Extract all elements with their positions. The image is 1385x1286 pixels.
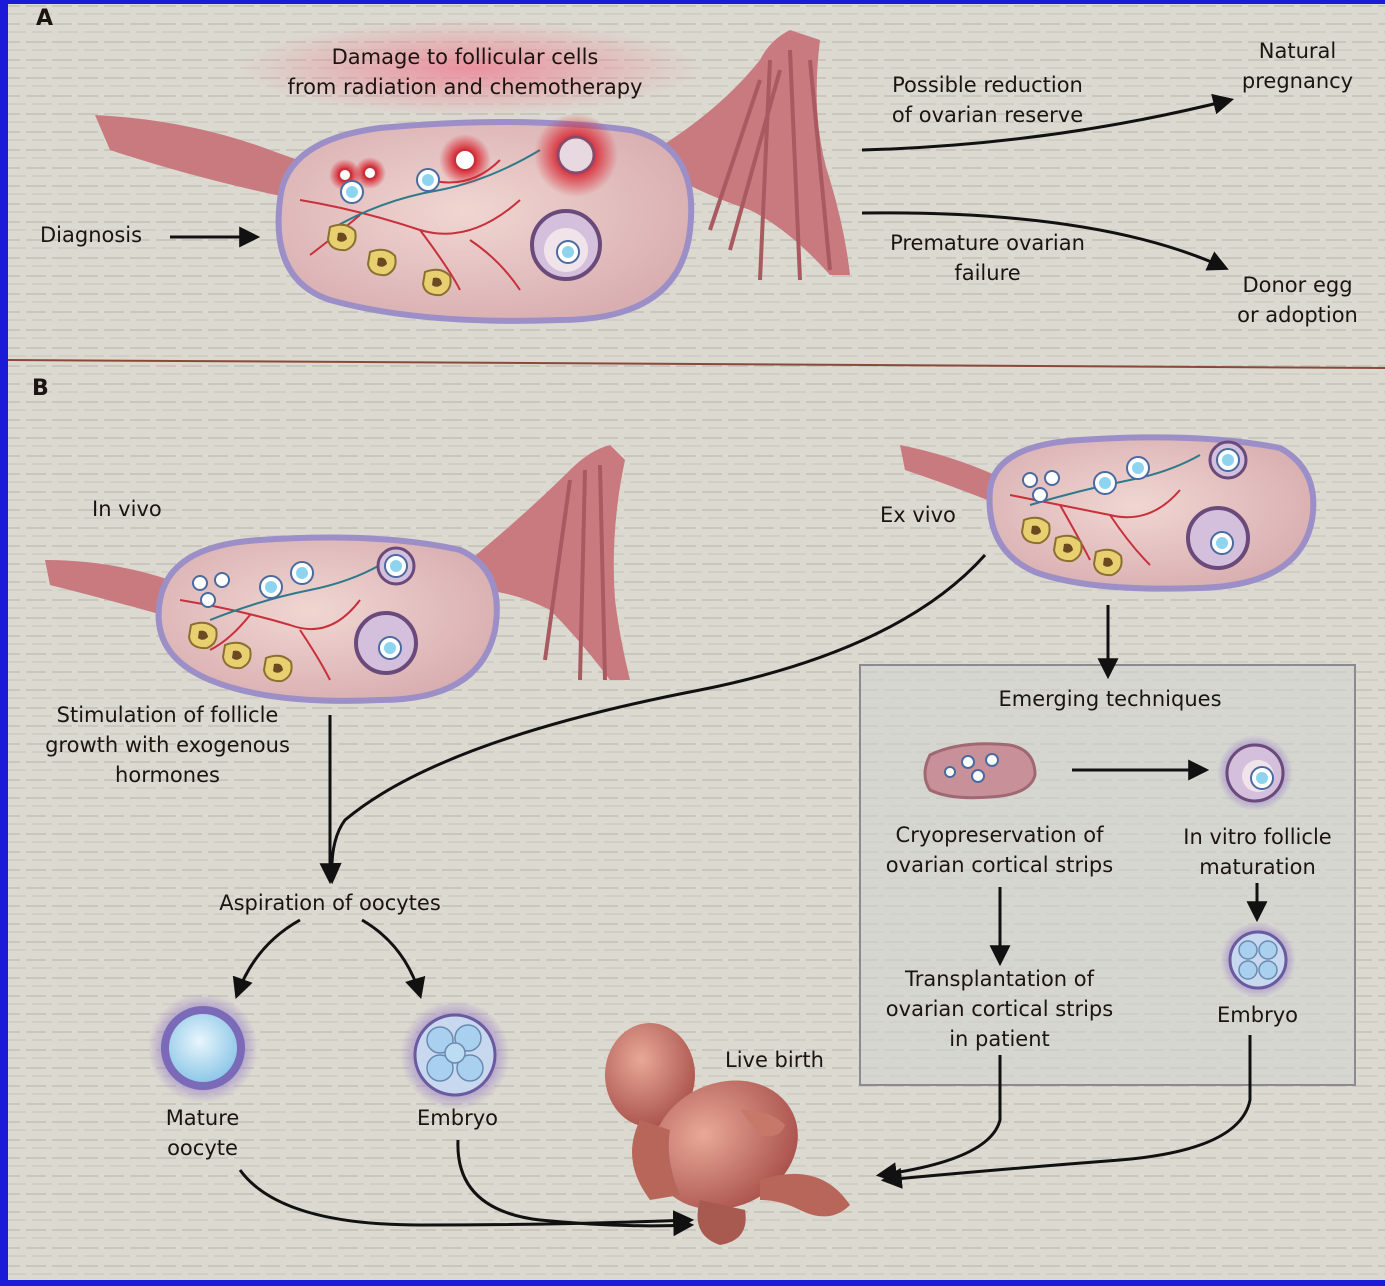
diagnosis-label: Diagnosis xyxy=(40,220,142,250)
mature-oocyte-image xyxy=(148,993,258,1103)
embryo-left-image xyxy=(400,1000,510,1110)
donor-egg-label: Donor egg or adoption xyxy=(1210,270,1385,330)
ex-vivo-label: Ex vivo xyxy=(880,500,956,530)
in-vitro-label: In vitro follicle maturation xyxy=(1160,822,1355,882)
damage-label: Damage to follicular cells from radiatio… xyxy=(240,42,690,102)
emerging-techniques-title: Emerging techniques xyxy=(960,684,1260,714)
embryo-right-label: Embryo xyxy=(1195,1000,1320,1030)
cortical-strip xyxy=(925,744,1035,798)
live-birth-label: Live birth xyxy=(725,1045,824,1075)
ovary-a xyxy=(279,113,692,321)
panel-a-letter: A xyxy=(36,4,53,34)
cryopreservation-label: Cryopreservation of ovarian cortical str… xyxy=(862,820,1137,880)
in-vitro-follicle xyxy=(1217,735,1293,811)
embryo-right-image xyxy=(1220,922,1296,998)
ovary-ex-vivo xyxy=(990,437,1314,588)
mature-oocyte-label: Mature oocyte xyxy=(130,1103,275,1163)
reduction-label: Possible reduction of ovarian reserve xyxy=(855,70,1120,130)
stimulation-label: Stimulation of follicle growth with exog… xyxy=(20,700,315,790)
natural-pregnancy-label: Natural pregnancy xyxy=(1210,36,1385,96)
embryo-label: Embryo xyxy=(390,1103,525,1133)
transplantation-label: Transplantation of ovarian cortical stri… xyxy=(862,964,1137,1054)
in-vivo-label: In vivo xyxy=(92,494,162,524)
panel-b-letter: B xyxy=(32,374,49,404)
ovary-in-vivo xyxy=(159,538,497,701)
aspiration-label: Aspiration of oocytes xyxy=(185,888,475,918)
premature-failure-label: Premature ovarian failure xyxy=(855,228,1120,288)
